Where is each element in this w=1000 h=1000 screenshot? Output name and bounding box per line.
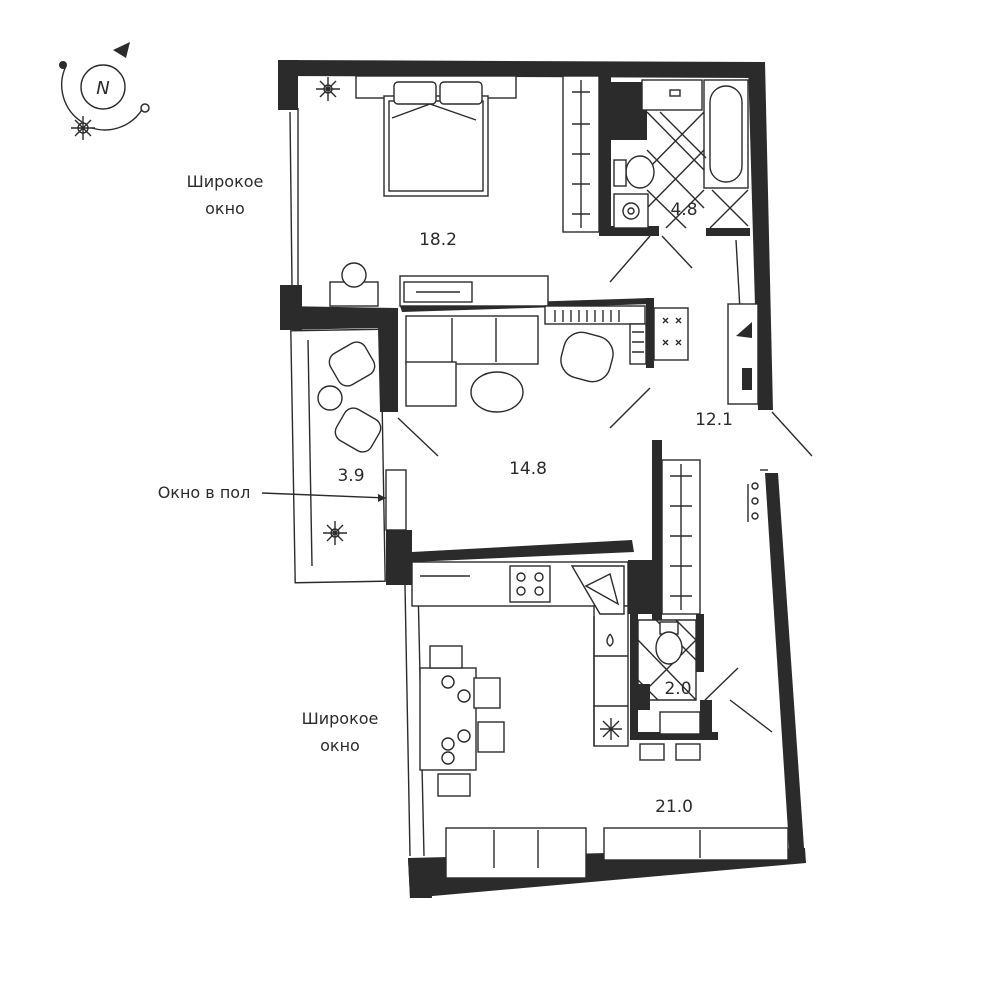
balcony-area: 3.9 xyxy=(337,466,364,486)
wide-window-top-line2: окно xyxy=(205,199,245,218)
wide-window-top-line1: Широкое xyxy=(187,172,264,191)
balcony-plant-icon xyxy=(323,521,347,545)
annotations: Широкое окно Окно в пол Широкое окно xyxy=(158,172,387,755)
living-area: 14.8 xyxy=(509,459,547,479)
hallway-furniture xyxy=(653,303,759,405)
wc-area: 2.0 xyxy=(664,679,691,699)
fridge-icon xyxy=(600,718,622,740)
desk xyxy=(329,262,549,307)
doors xyxy=(397,235,813,733)
wide-window-bottom-line2: окно xyxy=(320,736,360,755)
corridor-wardrobe xyxy=(661,459,759,615)
armchair xyxy=(560,331,614,383)
kitchen-area: 21.0 xyxy=(655,797,693,817)
compass-icon: N xyxy=(59,42,150,140)
bedroom-area: 18.2 xyxy=(419,230,457,250)
plant-icon xyxy=(316,77,340,101)
compass-north-letter: N xyxy=(96,78,109,99)
bathroom-area: 4.8 xyxy=(670,200,697,220)
wc-fixtures xyxy=(637,619,701,761)
sofa xyxy=(405,315,539,407)
wardrobe xyxy=(562,75,600,233)
sun-icon xyxy=(71,116,95,140)
coffee-table xyxy=(470,371,524,413)
kitchen-counter xyxy=(411,561,629,747)
dining-set xyxy=(419,645,505,797)
hallway-area: 12.1 xyxy=(695,410,733,430)
shelf xyxy=(544,305,647,365)
floor-window-label: Окно в пол xyxy=(158,483,251,502)
balcony-furniture xyxy=(317,341,382,545)
built-in-closet xyxy=(603,827,789,861)
area-labels: 18.2 4.8 12.1 14.8 3.9 2.0 21.0 xyxy=(337,200,732,817)
bed xyxy=(355,75,517,197)
wide-window-bottom-line1: Широкое xyxy=(302,709,379,728)
bathroom-fixtures xyxy=(611,79,749,229)
kitchen-sofa xyxy=(445,827,587,879)
